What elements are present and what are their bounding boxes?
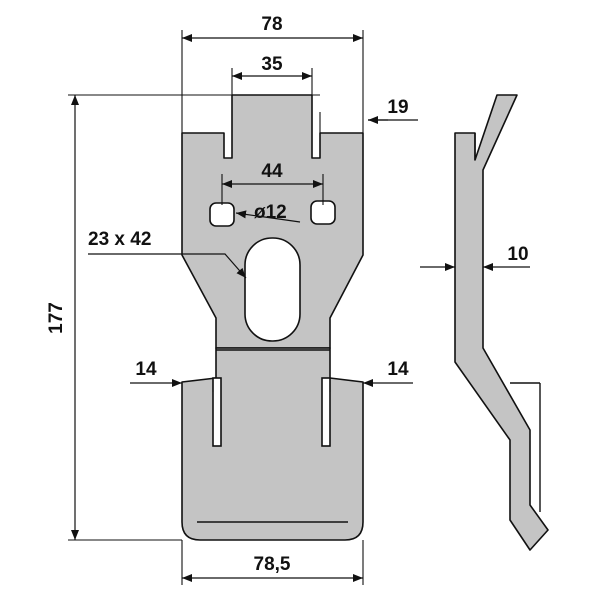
dim-hole-spacing: 44 — [261, 161, 283, 182]
lower-right-slot — [321, 377, 331, 447]
front-view — [181, 94, 364, 541]
side-view — [454, 94, 549, 551]
dim-right-notch: 14 — [387, 359, 409, 380]
lower-left-slot — [212, 377, 222, 447]
dim-slot-width: 19 — [387, 97, 408, 118]
dim-left-notch: 14 — [135, 359, 157, 380]
dim-slot-spacing: 35 — [261, 54, 283, 75]
dimension-labels: 78 35 177 19 44 ø12 23 x 42 10 14 14 78,… — [46, 14, 529, 575]
dim-thickness: 10 — [507, 244, 528, 265]
dim-height: 177 — [46, 302, 67, 334]
extension-lines — [68, 30, 364, 585]
dim-bottom-width: 78,5 — [254, 554, 291, 575]
left-hole — [209, 202, 235, 227]
dimension-lines — [71, 34, 530, 582]
dim-long-hole: 23 x 42 — [88, 229, 151, 250]
dim-hole-diameter: ø12 — [254, 202, 287, 223]
long-hole — [244, 237, 301, 342]
dim-top-width: 78 — [261, 14, 282, 35]
side-profile — [454, 94, 549, 551]
lower-plate — [181, 347, 364, 541]
